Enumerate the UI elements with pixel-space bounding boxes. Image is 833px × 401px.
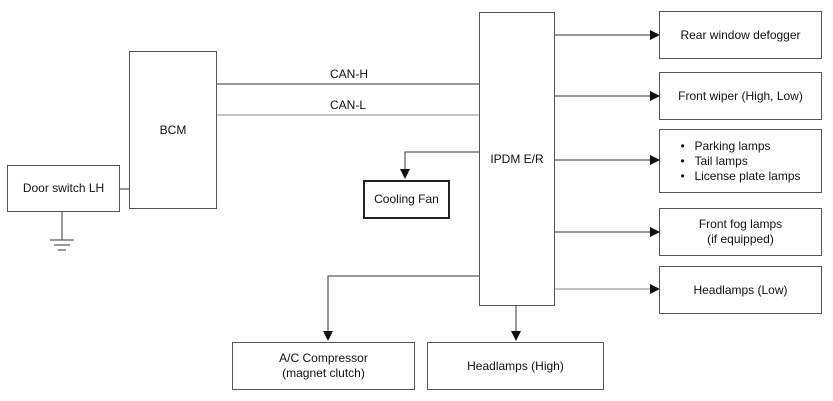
ac-compressor-wire — [323, 275, 479, 341]
rear-defogger-box: Rear window defogger — [659, 11, 822, 59]
ac-compressor-note: (magnet clutch) — [282, 366, 365, 380]
rear-defogger-label: Rear window defogger — [680, 27, 801, 42]
fog-lamps-label: Front fog lamps — [698, 217, 783, 231]
lamps-list: Parking lamps Tail lamps License plate l… — [680, 139, 800, 184]
fog-lamps-note: (if equipped) — [707, 232, 774, 246]
ac-compressor-label: A/C Compressor — [279, 351, 368, 365]
ipdm-label: IPDM E/R — [490, 151, 544, 166]
headlamps-low-box: Headlamps (Low) — [659, 266, 822, 314]
headlamps-high-label: Headlamps (High) — [467, 358, 564, 373]
fog-lamps-box: Front fog lamps (if equipped) — [659, 208, 822, 256]
door-switch-label: Door switch LH — [22, 181, 105, 195]
door-switch-box: Door switch LH — [7, 165, 120, 212]
front-wiper-box: Front wiper (High, Low) — [659, 72, 822, 120]
bcm-box: BCM — [129, 51, 217, 209]
ipdm-box: IPDM E/R — [479, 12, 555, 306]
ac-compressor-box: A/C Compressor (magnet clutch) — [232, 342, 415, 390]
bcm-label: BCM — [159, 122, 187, 137]
cooling-fan-label: Cooling Fan — [374, 192, 439, 206]
list-item: Parking lamps — [680, 139, 800, 154]
can-h-label: CAN-H — [330, 67, 368, 81]
cooling-fan-wire — [400, 151, 479, 179]
can-l-label: CAN-L — [330, 98, 367, 112]
headlamps-low-label: Headlamps (Low) — [693, 282, 788, 297]
list-item: Tail lamps — [680, 154, 800, 169]
cooling-fan-box: Cooling Fan — [363, 180, 450, 219]
lamps-box: Parking lamps Tail lamps License plate l… — [659, 129, 822, 193]
ground-symbol — [50, 212, 74, 251]
list-item: License plate lamps — [680, 169, 800, 184]
headlamps-high-box: Headlamps (High) — [427, 342, 604, 390]
front-wiper-label: Front wiper (High, Low) — [678, 88, 803, 103]
